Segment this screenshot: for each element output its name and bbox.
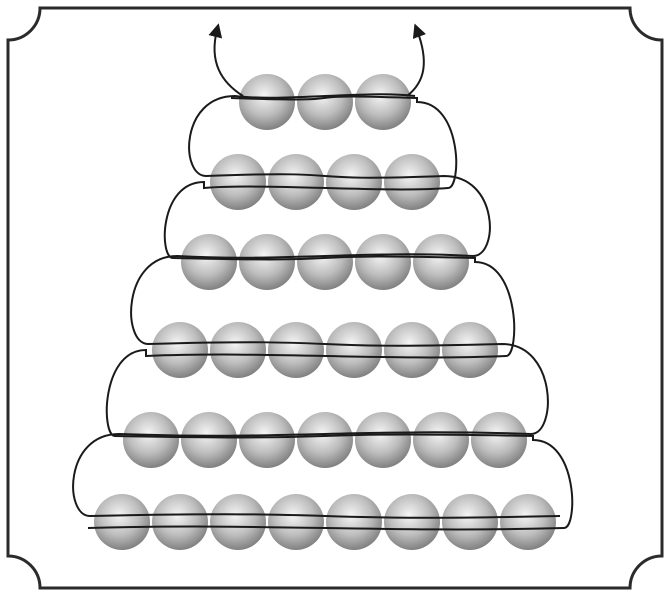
bead <box>326 322 382 378</box>
bead <box>210 322 266 378</box>
bead <box>152 494 208 550</box>
thread-exit-right <box>407 30 424 96</box>
bead <box>355 412 411 468</box>
bead <box>326 154 382 210</box>
bead <box>268 494 324 550</box>
bead-row <box>181 234 469 290</box>
bead <box>384 322 440 378</box>
bead <box>355 74 411 130</box>
bead-row <box>123 412 527 468</box>
bead <box>297 74 353 130</box>
bead <box>442 322 498 378</box>
bead <box>210 154 266 210</box>
bead <box>181 412 237 468</box>
bead <box>297 412 353 468</box>
bead <box>413 234 469 290</box>
bead <box>123 412 179 468</box>
bead <box>413 412 469 468</box>
bead <box>355 234 411 290</box>
bead-row <box>239 74 411 130</box>
bead-row <box>152 322 498 378</box>
bead <box>239 412 295 468</box>
bead <box>152 322 208 378</box>
bead <box>442 494 498 550</box>
bead <box>181 234 237 290</box>
bead-row <box>210 154 440 210</box>
bead-rows <box>94 74 556 550</box>
bead-row <box>94 494 556 550</box>
bead <box>210 494 266 550</box>
bead <box>239 74 295 130</box>
thread-exit-left <box>215 30 243 96</box>
bead <box>471 412 527 468</box>
bead <box>326 494 382 550</box>
bead <box>239 234 295 290</box>
bead <box>268 322 324 378</box>
bead <box>94 494 150 550</box>
bead <box>268 154 324 210</box>
bead <box>384 154 440 210</box>
bead <box>297 234 353 290</box>
bead <box>500 494 556 550</box>
bead <box>384 494 440 550</box>
